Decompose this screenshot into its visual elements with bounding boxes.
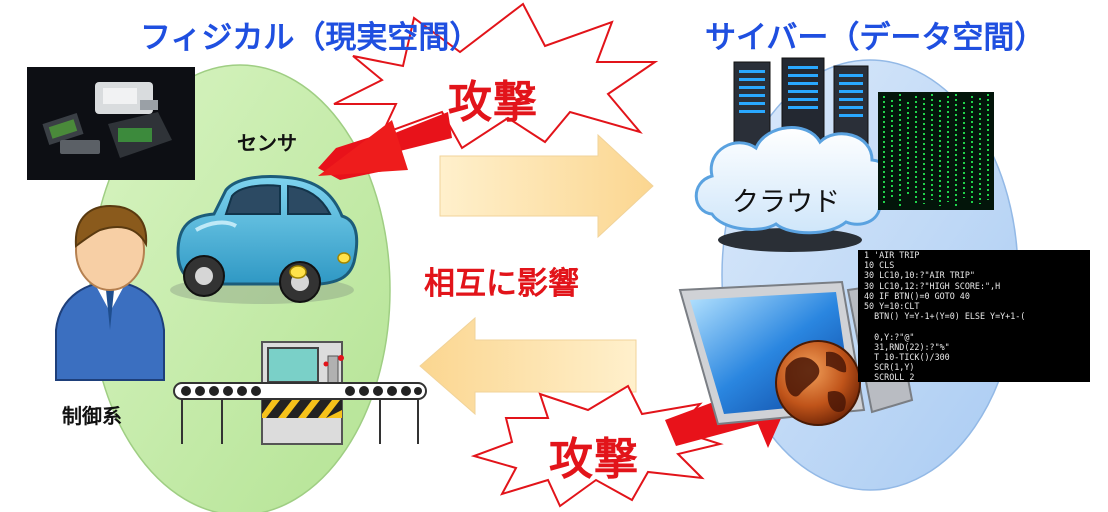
mutual-influence-label: 相互に影響 [424,266,579,302]
sensor-label: センサ [237,131,297,155]
flow-arrow-right-icon [439,133,654,239]
sensor-device-image [27,67,195,180]
globe-icon [775,340,861,426]
code-line: SCROLL 2 [864,372,915,382]
matrix-data-image [878,92,994,210]
code-line: SCR(1,Y) [864,362,915,373]
code-line: 1 'AIR TRIP [864,250,920,260]
code-line: T 10-TICK()/300 [864,352,950,363]
cloud-label: クラウド [732,187,840,218]
attack-arrow-top-head [318,120,408,176]
code-line: 30 LC10,12:?"HIGH SCORE:",H [864,280,1001,291]
code-line: 31,RND(22):?"%" [864,341,950,352]
attack-label-top: 攻撃 [448,77,538,128]
explosion-burst-bottom-icon [470,384,724,508]
code-line: 30 LC10,10:?"AIR TRIP" [864,270,975,281]
attack-label-bottom: 攻撃 [549,434,639,485]
car-icon [170,175,359,304]
cloud-icon [694,126,895,235]
code-line: 0,Y:?"@" [864,331,915,342]
conveyor-machine-icon [173,341,427,445]
physical-title: フィジカル（現実空間） [140,20,481,56]
code-line [858,321,1090,331]
person-icon [55,204,165,381]
code-line: 50 Y=10:CLT [864,301,920,312]
control-system-label: 制御系 [62,404,122,428]
flow-arrow-left-icon [419,316,637,416]
code-line: 40 IF BTN()=0 GOTO 40 [864,290,970,301]
code-line: BTN() Y=Y-1+(Y=0) ELSE Y=Y+1-( [864,311,1026,322]
code-line: 10 CLS [864,260,895,271]
explosion-burst-top-icon [333,2,659,150]
cyber-title: サイバー（データ空間） [705,20,1046,56]
